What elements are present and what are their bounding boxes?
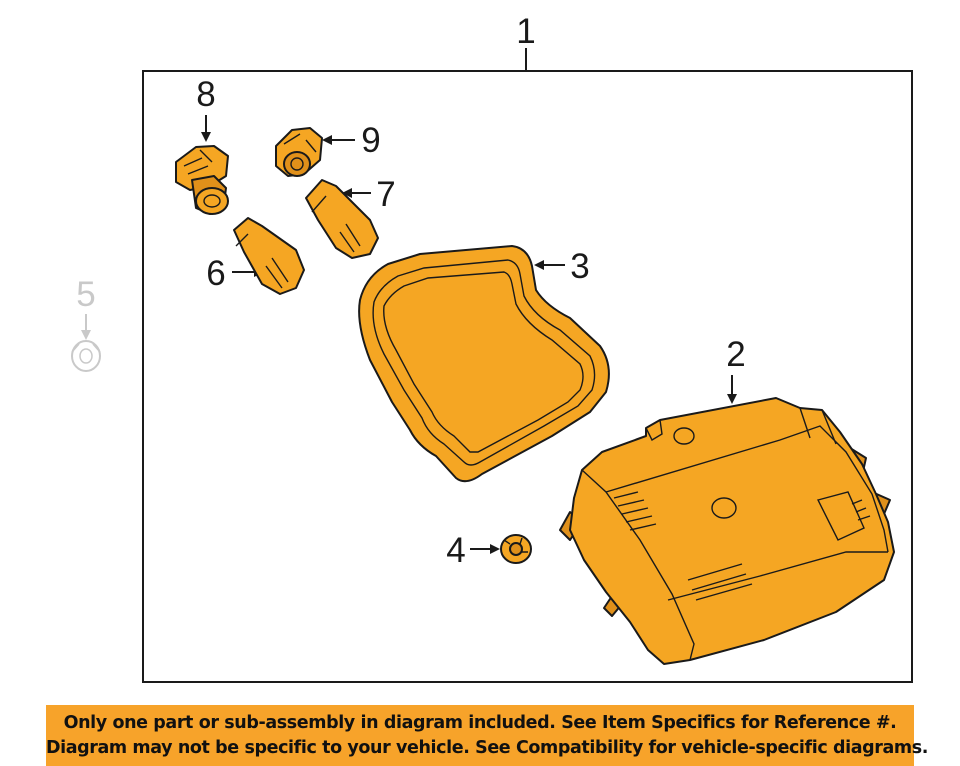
assembly-frame	[142, 70, 913, 683]
callout-5: 5	[76, 275, 95, 314]
callout-6: 6	[206, 254, 225, 293]
disclaimer-line-2: Diagram may not be specific to your vehi…	[46, 738, 929, 758]
part-4-grommet	[500, 534, 532, 564]
part-8-socket	[175, 145, 229, 215]
callout-2: 2	[726, 335, 745, 374]
callout-9: 9	[361, 121, 380, 160]
callout-1: 1	[516, 12, 535, 51]
disclaimer-line-1: Only one part or sub-assembly in diagram…	[63, 713, 897, 733]
part-2-lamp-housing	[559, 397, 895, 665]
callout-8: 8	[196, 75, 215, 114]
part-5-grommet	[71, 340, 101, 372]
part-9-socket	[275, 127, 323, 177]
callout-3: 3	[570, 247, 589, 286]
part-3-gasket	[358, 245, 610, 483]
part-6-bulb	[233, 217, 305, 295]
callout-7: 7	[376, 175, 395, 214]
disclaimer-banner: Only one part or sub-assembly in diagram…	[46, 705, 929, 766]
part-7-bulb	[305, 179, 379, 259]
callout-4: 4	[446, 531, 465, 570]
